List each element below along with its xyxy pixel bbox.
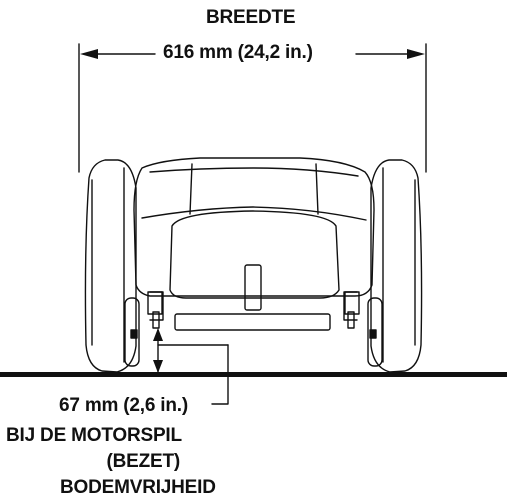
width-arrowhead-left	[80, 49, 98, 59]
seat-top-line	[149, 167, 359, 177]
width-value: 616 mm (24,2 in.)	[163, 42, 313, 63]
left-drive-wheel	[84, 159, 137, 373]
width-title: BREEDTE	[206, 7, 296, 28]
seat-front-curve	[141, 206, 367, 221]
clearance-text-line3: BODEMVRIJHEID	[60, 477, 216, 498]
clearance-leader-line	[211, 344, 229, 405]
left-caster-fork	[149, 291, 164, 321]
clearance-arrowhead-bottom	[153, 360, 163, 373]
left-caster-hub	[130, 329, 138, 339]
clearance-arrowhead-top	[153, 328, 163, 341]
center-stem	[244, 264, 262, 311]
seat-left-panel	[189, 163, 193, 215]
left-caster-wheel	[124, 297, 140, 367]
width-arrowhead-right	[407, 49, 425, 59]
ground-line	[0, 372, 507, 377]
clearance-text-line1: BIJ DE MOTORSPIL	[6, 425, 182, 446]
clearance-value: 67 mm (2,6 in.)	[59, 395, 188, 416]
right-caster-fork	[343, 291, 358, 321]
right-caster-wheel	[367, 297, 383, 367]
front-housing	[169, 210, 340, 299]
right-caster-hub	[369, 329, 377, 339]
seat-right-panel	[315, 163, 319, 215]
seat-body	[133, 157, 375, 297]
right-drive-wheel	[370, 159, 423, 373]
footplate	[174, 313, 331, 331]
clearance-text-line2: (BEZET)	[106, 451, 180, 472]
